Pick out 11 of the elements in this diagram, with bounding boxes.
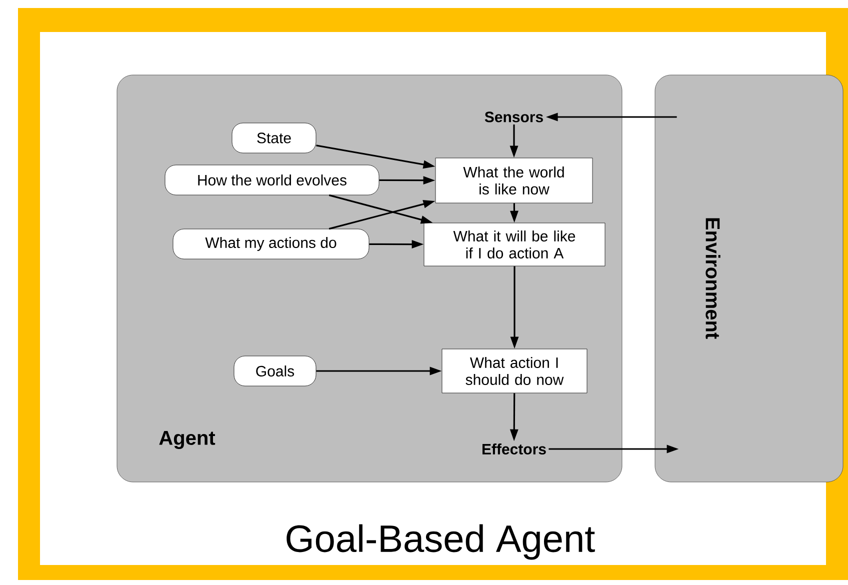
environment-band: Environment — [654, 74, 844, 482]
process-box: What action I should do now — [442, 348, 588, 394]
process-box: What it will be like if I do action A — [424, 222, 606, 266]
bold-label: Effectors — [482, 443, 546, 454]
rounded-box: How the world evolves — [164, 164, 380, 196]
rounded-box: State — [232, 122, 316, 154]
process-box: What the world is like now — [435, 158, 593, 204]
rounded-box: What my actions do — [172, 228, 370, 260]
bold-label: Sensors — [484, 112, 543, 122]
rounded-box: Goals — [234, 356, 316, 386]
caption: Goal-Based Agent — [286, 524, 595, 560]
